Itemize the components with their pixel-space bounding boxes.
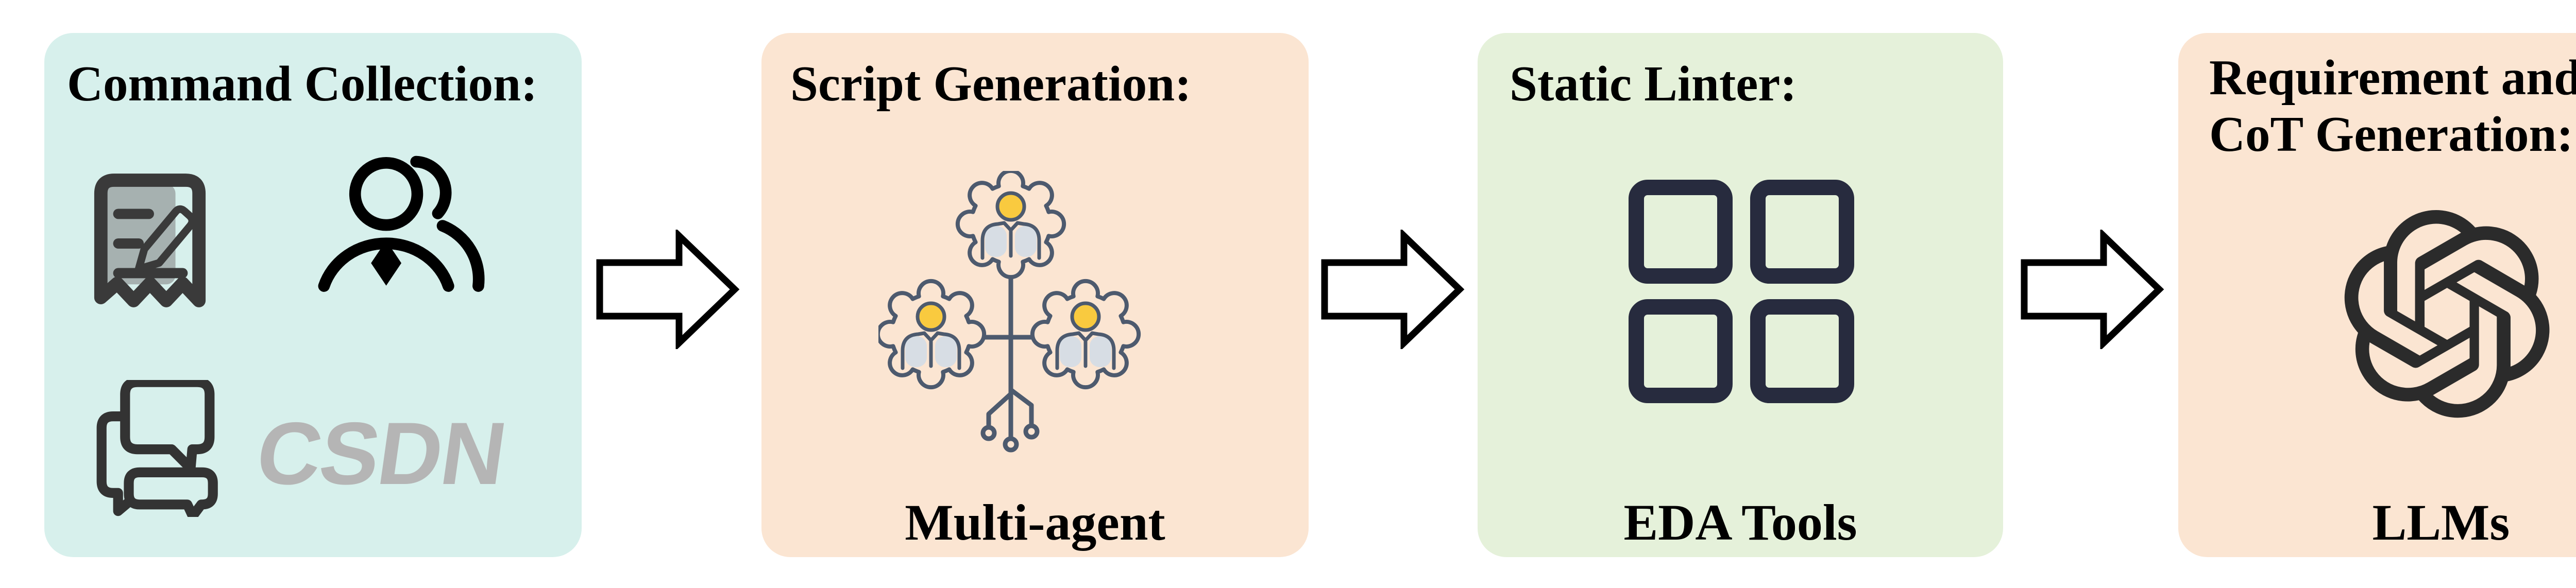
csdn-logo: CSDN	[250, 404, 512, 503]
stage-title: Static Linter:	[1510, 56, 1797, 111]
stage-title: Requirement and CoT Generation:	[2209, 50, 2576, 162]
stage-label: LLMs	[2372, 494, 2510, 551]
agent-gear	[1030, 279, 1141, 390]
openai-logo-icon	[2344, 210, 2550, 418]
chat-bubbles-icon	[96, 380, 218, 517]
grid-squares-icon	[1629, 180, 1854, 403]
stage-static-linter: Static Linter: EDA Tools	[1478, 33, 2003, 557]
flow-arrow-1	[596, 230, 740, 349]
stage-title: Script Generation:	[790, 56, 1192, 111]
multi-agent-gears-icon	[878, 171, 1141, 453]
stage-title: Command Collection:	[67, 56, 538, 111]
users-icon	[318, 155, 485, 292]
agent-tree-connectors	[957, 274, 1065, 453]
receipt-edit-icon	[94, 174, 206, 307]
flow-arrow-3	[2021, 230, 2164, 349]
agent-gear	[878, 279, 987, 390]
stage-label: Multi-agent	[905, 494, 1165, 551]
stage-label: EDA Tools	[1623, 494, 1857, 551]
stage-command-collection: Command Collection: CSDN	[44, 33, 582, 557]
agent-gear	[955, 171, 1066, 280]
stage-script-generation: Script Generation: Multi-agent	[761, 33, 1309, 557]
stage-requirement-cot-generation: Requirement and CoT Generation: LLMs	[2178, 33, 2576, 557]
flow-arrow-2	[1321, 230, 1465, 349]
